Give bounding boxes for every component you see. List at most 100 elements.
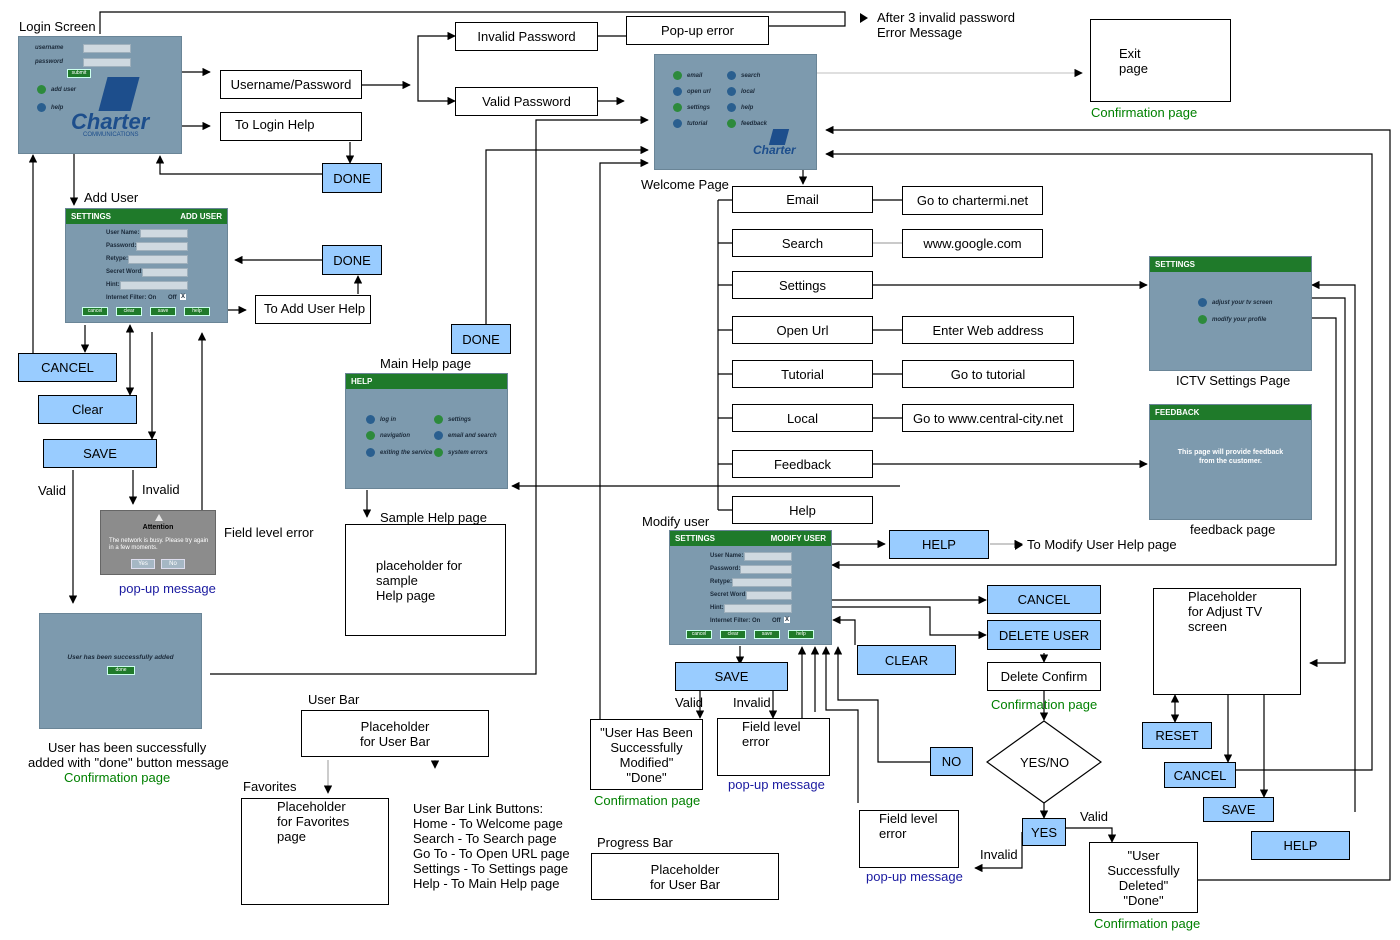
adjust-tv-bullet-icon	[1198, 298, 1207, 307]
save-mini-button: save	[150, 307, 176, 316]
user-bar-link-item: Search - To Search page	[413, 831, 557, 846]
add-user-cancel-button: CANCEL	[18, 353, 117, 382]
valid-label: Valid	[38, 483, 66, 498]
settings-header: SETTINGS	[1150, 257, 1311, 272]
internet-filter-x: X	[784, 617, 791, 623]
welcome-item-open-url: open url	[687, 89, 711, 95]
menu-email-target: Go to chartermi.net	[902, 186, 1043, 215]
adjust-tv-line3: screen	[1188, 619, 1228, 634]
username-field	[83, 44, 131, 53]
help-link: help	[51, 105, 64, 111]
modify-user-cancel-button: CANCEL	[987, 585, 1101, 614]
username-label: username	[35, 45, 64, 51]
user-bar-line1: Placeholder	[360, 718, 430, 734]
user-added-done-button: done	[107, 666, 135, 675]
delete-field-error-line2: error	[879, 826, 907, 841]
modify-user-help-button: HELP	[889, 530, 989, 559]
welcome-page-caption: Welcome Page	[641, 177, 729, 192]
no-button: NO	[930, 747, 973, 776]
help-header: HELP	[346, 374, 507, 389]
submit-button: submit	[67, 69, 91, 78]
to-add-user-help-step: To Add User Help	[255, 295, 371, 324]
user-deleted-line2: Successfully	[1107, 862, 1180, 878]
delete-user-button: DELETE USER	[987, 620, 1101, 650]
delete-confirmation-caption: Confirmation page	[991, 697, 1098, 712]
popup-no-button: No	[161, 559, 185, 569]
user-modified-line2: Successfully	[610, 739, 683, 755]
charter-logo-sub: COMMUNICATIONS	[83, 132, 139, 138]
field-label: User Name:	[106, 230, 140, 236]
user-deleted-confirmation: Confirmation page	[1094, 916, 1201, 931]
help-item-login: log in	[380, 417, 396, 423]
welcome-item-search: search	[741, 73, 761, 79]
field-label: User Name:	[710, 553, 744, 559]
add-user-bullet-icon	[37, 85, 46, 94]
field-label: Hint:	[106, 282, 120, 288]
delete-field-error-line1: Field level	[879, 811, 938, 826]
add-user-screen-thumbnail: SETTINGS ADD USER User Name: Password: R…	[65, 208, 228, 323]
menu-local-target: Go to www.central-city.net	[902, 404, 1074, 432]
user-bar-link-list: User Bar Link Buttons: Home - To Welcome…	[413, 801, 570, 891]
delete-popup-caption: pop-up message	[866, 869, 963, 884]
exit-confirmation-caption: Confirmation page	[1091, 105, 1198, 120]
field-input	[140, 229, 188, 238]
field-label: Secret Word:	[710, 592, 748, 598]
field-input	[740, 565, 792, 574]
user-bar-link-item: Help - To Main Help page	[413, 876, 560, 891]
field-label: Password:	[710, 566, 741, 572]
menu-tutorial-target: Go to tutorial	[902, 360, 1074, 388]
sample-help-placeholder: placeholder for sample Help page	[345, 524, 506, 636]
popup-error-step: Pop-up error	[626, 16, 769, 45]
clear-mini-button: clear	[720, 630, 746, 639]
cancel-mini-button: cancel	[82, 307, 108, 316]
user-added-message: User has been successfully added	[67, 654, 174, 661]
favorites-line2: for Favorites	[277, 814, 350, 829]
main-help-caption: Main Help page	[380, 356, 472, 371]
internet-filter-off: Off	[772, 618, 781, 624]
welcome-item-local: local	[741, 89, 755, 95]
cancel-mini-button: cancel	[686, 630, 712, 639]
welcome-logo: Charter	[753, 143, 796, 157]
login-screen-thumbnail: username password submit add user help C…	[18, 36, 182, 154]
search-bullet-icon	[727, 71, 736, 80]
to-login-help-step: To Login Help	[220, 112, 362, 141]
progress-bar-title: Progress Bar	[597, 835, 673, 850]
user-bar-link-item: Settings - To Settings page	[413, 861, 569, 876]
to-modify-user-help: To Modify User Help page	[1027, 537, 1177, 552]
yes-no-label: YES/NO	[1020, 755, 1070, 770]
yes-no-decision	[986, 720, 1102, 804]
email-bullet-icon	[673, 71, 682, 80]
exiting-bullet-icon	[366, 448, 375, 457]
modify-profile-link: modify your profile	[1212, 317, 1267, 323]
welcome-item-email: email	[687, 73, 703, 79]
favorites-placeholder: Placeholder for Favorites page	[241, 798, 389, 905]
after-three-invalid-line2: Error Message	[877, 25, 963, 40]
adjust-tv-link: adjust your tv screen	[1212, 300, 1273, 306]
favorites-line3: page	[277, 829, 306, 844]
add-user-help-done-button: DONE	[322, 245, 382, 275]
help-item-email-search: email and search	[448, 433, 497, 439]
field-label: Retype:	[710, 579, 733, 585]
field-input	[128, 255, 188, 264]
delete-valid-label: Valid	[1080, 809, 1108, 824]
to-modify-help-arrow-icon	[1015, 540, 1023, 550]
add-user-header: SETTINGS ADD USER	[66, 209, 227, 224]
progress-bar-line1: Placeholder	[650, 861, 720, 877]
after-three-arrow-icon	[860, 13, 868, 23]
ictv-settings-caption: ICTV Settings Page	[1176, 373, 1291, 388]
field-label: Password:	[106, 243, 137, 249]
add-user-header-left: SETTINGS	[71, 212, 112, 221]
open-url-bullet-icon	[673, 87, 682, 96]
login-bullet-icon	[366, 415, 375, 424]
modify-user-header: SETTINGS MODIFY USER	[670, 531, 831, 546]
modify-profile-bullet-icon	[1198, 315, 1207, 324]
user-modified-line4: "Done"	[626, 769, 667, 785]
modify-user-save-button: SAVE	[675, 662, 788, 691]
field-input	[120, 281, 188, 290]
main-help-screen-thumbnail: HELP log in navigation exiting the servi…	[345, 373, 508, 489]
login-help-done-button: DONE	[322, 163, 382, 193]
field-input	[746, 591, 792, 600]
modify-field-error-line2: error	[742, 734, 770, 749]
